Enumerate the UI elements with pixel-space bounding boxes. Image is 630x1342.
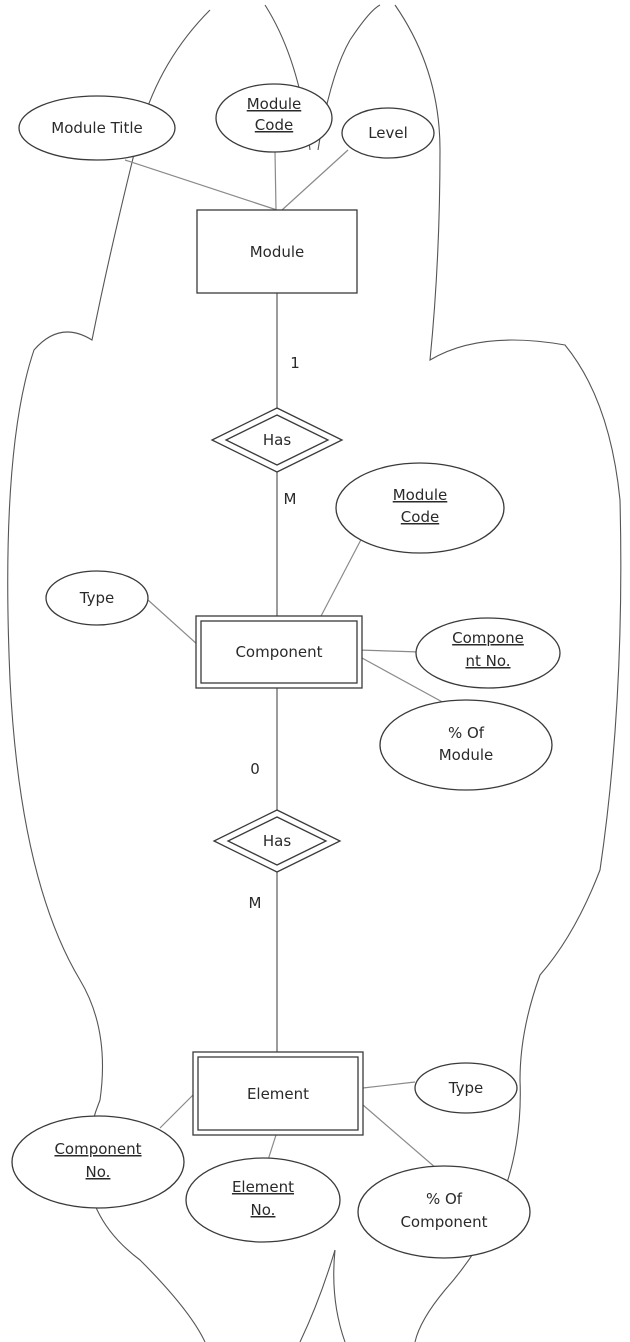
attr-module-code-mid: Module Code <box>335 462 505 554</box>
element-entity: Element <box>192 1051 364 1136</box>
attr-type-element: Type <box>414 1062 518 1114</box>
connectors <box>124 149 469 1176</box>
attr-component-no-bottom: Component No. <box>11 1115 185 1209</box>
attr-component-no: Compone nt No. <box>415 617 561 689</box>
svg-text:Component: Component <box>400 1213 487 1231</box>
svg-text:Type: Type <box>448 1079 483 1097</box>
attr-type-component: Type <box>45 570 149 626</box>
svg-text:No.: No. <box>86 1163 111 1181</box>
svg-text:Element: Element <box>232 1178 294 1196</box>
svg-text:Module Title: Module Title <box>51 119 142 137</box>
attr-module-title: Module Title <box>18 95 176 161</box>
svg-text:Code: Code <box>401 508 439 526</box>
svg-text:Level: Level <box>368 124 408 142</box>
module-entity: Module <box>196 209 358 294</box>
module-label: Module <box>250 243 305 261</box>
cardinality-has-component: M <box>284 490 297 508</box>
cardinality-has-element: M <box>249 894 262 912</box>
component-entity: Component <box>195 615 363 689</box>
svg-text:nt No.: nt No. <box>465 652 510 670</box>
svg-text:% Of: % Of <box>448 724 485 742</box>
attr-element-no: Element No. <box>185 1157 341 1243</box>
component-label: Component <box>235 643 322 661</box>
has-relationship-top: Has <box>210 407 344 473</box>
svg-text:Code: Code <box>255 116 293 134</box>
svg-text:Module: Module <box>439 746 494 764</box>
svg-text:Has: Has <box>263 431 291 449</box>
svg-text:% Of: % Of <box>426 1190 463 1208</box>
svg-text:Module: Module <box>393 486 448 504</box>
attr-pct-of-component: % Of Component <box>357 1165 531 1259</box>
cardinality-module-has: 1 <box>290 354 300 372</box>
cardinality-component-has: 0 <box>250 760 260 778</box>
svg-text:No.: No. <box>251 1201 276 1219</box>
has-relationship-bottom: Has <box>212 809 342 873</box>
element-label: Element <box>247 1085 309 1103</box>
svg-text:Compone: Compone <box>452 629 524 647</box>
attr-level: Level <box>341 107 435 159</box>
attr-pct-of-module: % Of Module <box>379 699 553 791</box>
attr-module-code-top: Module Code <box>215 83 333 153</box>
svg-text:Component: Component <box>54 1140 141 1158</box>
svg-text:Has: Has <box>263 832 291 850</box>
svg-text:Type: Type <box>79 589 114 607</box>
svg-text:Module: Module <box>247 95 302 113</box>
